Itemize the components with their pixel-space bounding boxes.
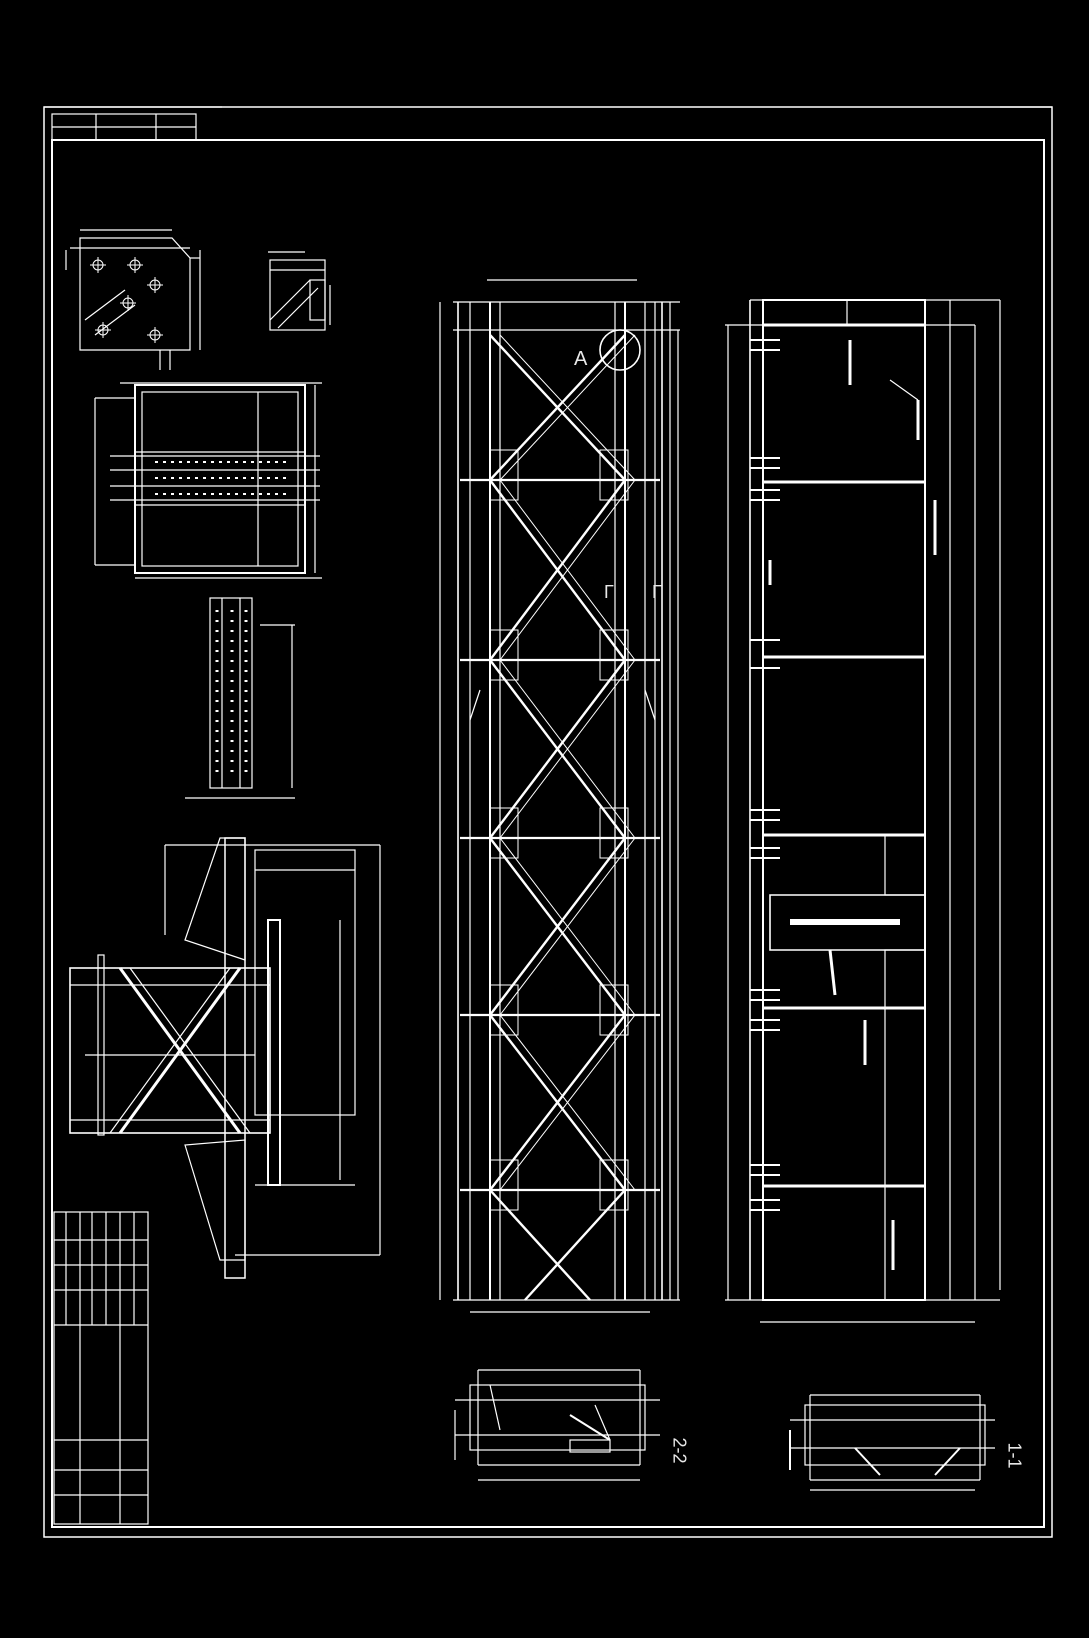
- section-1-1-drawing: [789, 1394, 995, 1491]
- section-mark-left: Γ: [604, 582, 614, 602]
- title-block: [53, 1211, 149, 1525]
- detail-a-label: A: [574, 348, 588, 370]
- splice-plate-detail: [94, 382, 322, 579]
- section-2-2-label: 2-2: [669, 1437, 690, 1464]
- bolt-strip-detail: [185, 597, 295, 799]
- section-2-2-drawing: [454, 1369, 660, 1481]
- base-plate-detail: [65, 229, 201, 370]
- sheet-border: [43, 106, 1053, 1538]
- section-mark-right: Γ: [652, 582, 662, 602]
- bracket-detail: [268, 251, 331, 331]
- section-1-1-label: 1-1: [1004, 1442, 1025, 1469]
- column-elevation: [725, 299, 1001, 1323]
- braced-truss-elevation: [439, 279, 680, 1313]
- corner-stamp-table: [51, 113, 197, 141]
- column-base-elevation: [69, 837, 381, 1279]
